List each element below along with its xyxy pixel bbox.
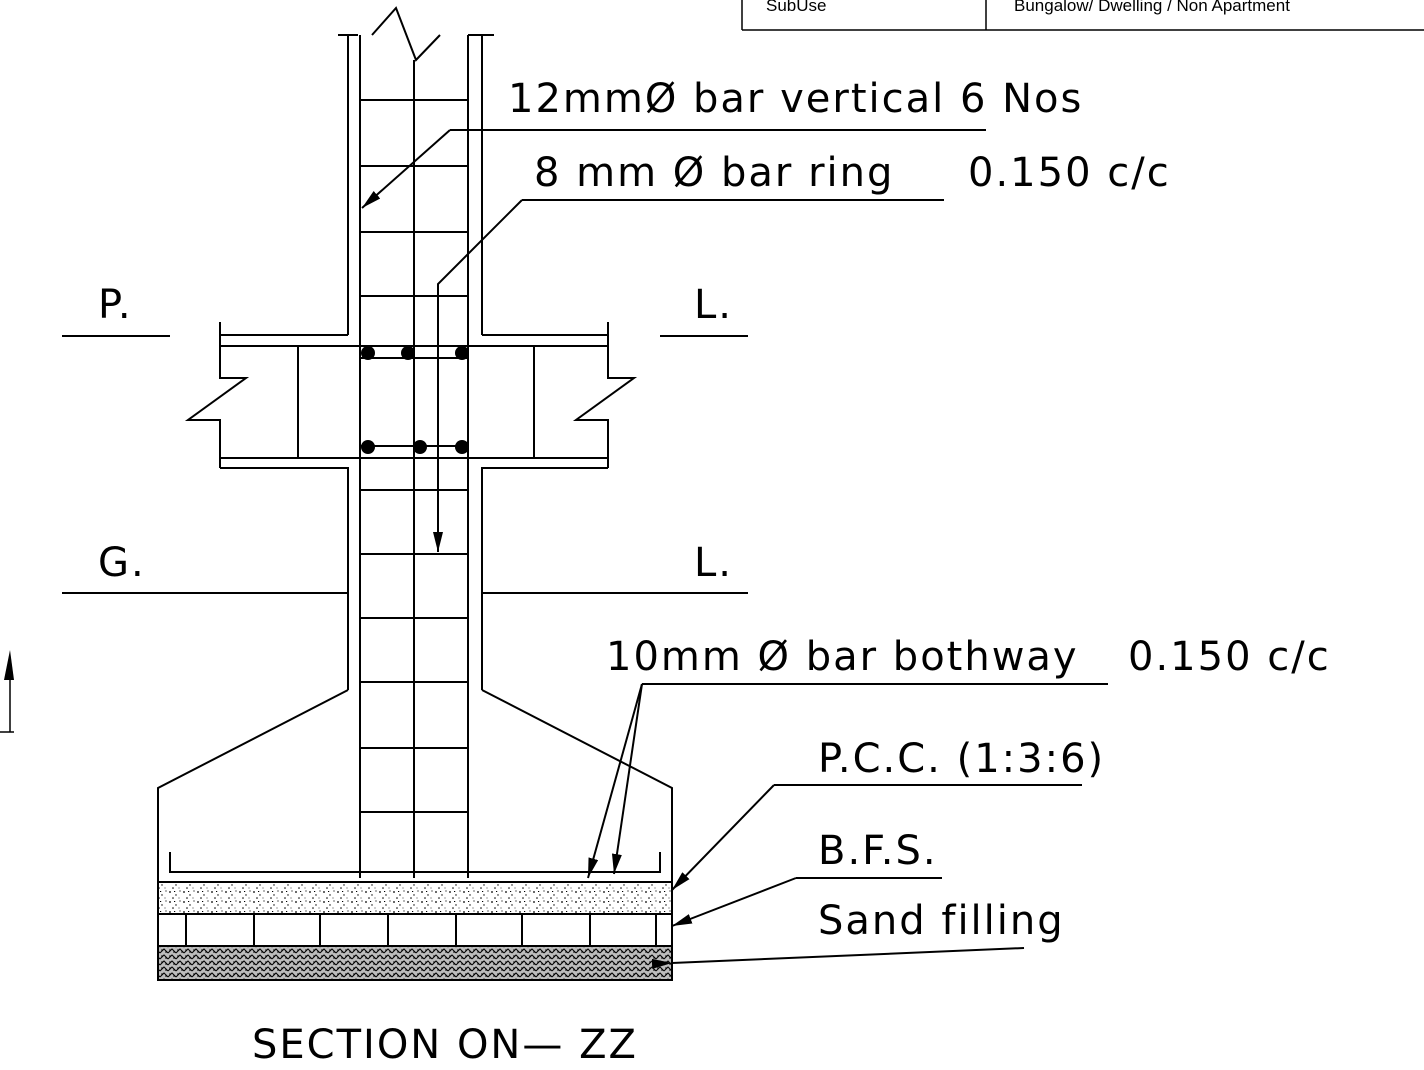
level-lines	[62, 335, 748, 594]
section-title: SECTION ON— ZZ	[252, 1022, 638, 1068]
title-block	[741, 0, 1424, 31]
title-block-label: SubUse	[766, 0, 826, 15]
beam-bars	[361, 346, 469, 454]
label-footing-bars: 10mm Ø bar bothway	[606, 634, 1079, 680]
north-arrow-fragment	[0, 650, 14, 733]
label-ground-right: L.	[694, 540, 733, 586]
label-ring-spacing: 0.150 c/c	[968, 150, 1171, 196]
label-plinth-right: L.	[694, 282, 733, 328]
label-footing-spacing: 0.150 c/c	[1128, 634, 1331, 680]
label-pcc: P.C.C. (1:3:6)	[818, 736, 1105, 782]
label-vertical-bars: 12mmØ bar vertical 6 Nos	[508, 76, 1083, 122]
title-block-value: Bungalow/ Dwelling / Non Apartment	[1014, 0, 1290, 15]
column-outline	[157, 6, 673, 882]
label-ground-left: G.	[98, 540, 146, 586]
bfs-layer	[157, 913, 673, 947]
label-bfs: B.F.S.	[818, 828, 938, 874]
pcc-layer	[157, 881, 673, 915]
label-sand: Sand filling	[818, 898, 1065, 944]
leader-lines	[361, 129, 1108, 969]
sand-layer	[157, 945, 673, 981]
label-plinth-left: P.	[98, 282, 133, 328]
label-ring-bars: 8 mm Ø bar ring	[534, 150, 894, 196]
